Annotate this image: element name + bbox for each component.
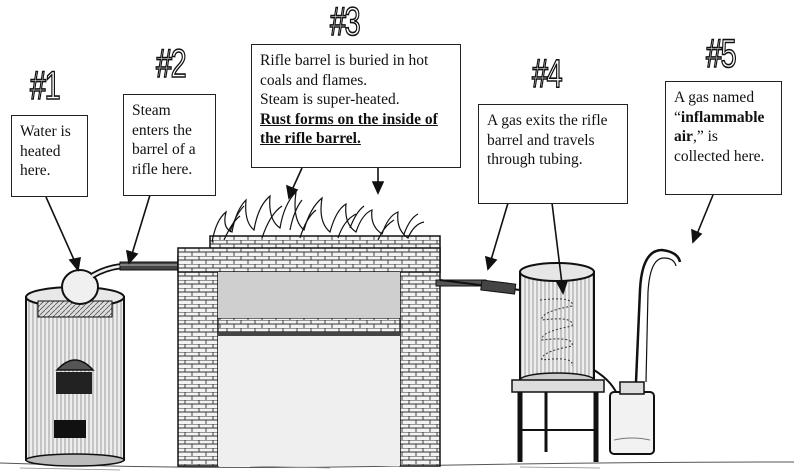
cooling-vessel (511, 262, 605, 462)
label-box-4: A gas exits the rifle barrel and travels… (478, 104, 628, 204)
arrow-5 (696, 194, 714, 235)
step-number-1: #1 (29, 64, 61, 108)
step-number-3: #3 (329, 0, 361, 44)
collection-jar (593, 248, 682, 455)
arrow-2 (131, 194, 151, 255)
label-5-text: A gas named “inflammable air,” is collec… (674, 88, 773, 166)
arrow-4a-head (484, 255, 498, 271)
flames (211, 190, 425, 243)
step-number-4: #4 (531, 52, 563, 96)
arrow-4b-head (555, 280, 569, 295)
arrow-1-head (68, 256, 81, 272)
label-box-3: Rifle barrel is buried in hot coals and … (251, 44, 461, 168)
label-3-line1: Rifle barrel is buried in hot coals and … (260, 52, 429, 89)
step-number-5: #5 (705, 32, 737, 76)
label-box-5: A gas named “inflammable air,” is collec… (665, 81, 782, 195)
label-5-bold: inflammable air (674, 108, 765, 146)
outlet-tube (439, 279, 521, 295)
arrow-3b-head (371, 181, 385, 195)
arrow-3a-head (285, 184, 299, 200)
arrow-3a (291, 167, 303, 191)
label-4-text: A gas exits the rifle barrel and travels… (487, 112, 608, 168)
label-5-pre: A gas named “ (674, 89, 755, 126)
arrow-5-head (691, 228, 703, 244)
brick-furnace (177, 235, 487, 467)
label-box-2: Steam enters the barrel of a rifle here. (123, 94, 216, 196)
pointer-arrows (45, 167, 714, 295)
label-1-text: Water is heated here. (20, 123, 71, 179)
label-3-line2: Steam is super-heated. (260, 91, 400, 108)
boiler-stove (25, 263, 125, 467)
arrow-4a (490, 202, 509, 261)
label-5-post: ,” is collected here. (674, 128, 765, 165)
label-3-line3: Rust forms on the inside of the rifle ba… (260, 110, 438, 148)
label-2-text: Steam enters the barrel of a rifle here. (132, 102, 196, 178)
step-number-2: #2 (155, 42, 187, 86)
arrow-4b (551, 202, 563, 285)
label-box-1: Water is heated here. (11, 115, 88, 197)
arrow-2-head (125, 249, 139, 265)
arrow-1 (45, 196, 76, 263)
